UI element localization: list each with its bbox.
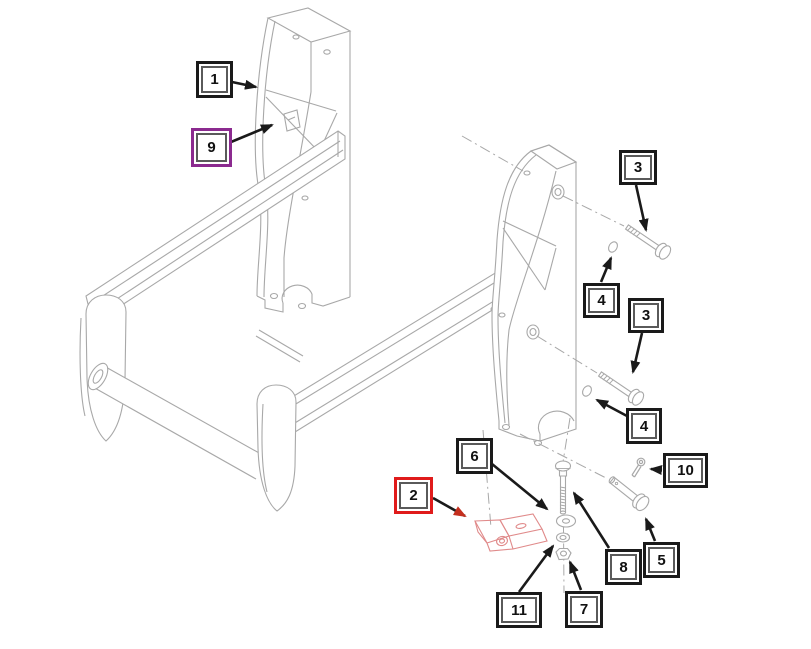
clevis-pin-5-drawing — [608, 476, 650, 512]
leader-arrow-3-upper — [634, 184, 649, 232]
diagonal-brace-drawing — [255, 329, 304, 363]
leader-arrow-1 — [231, 79, 258, 90]
callout-8: 8 — [605, 549, 642, 585]
nut-7-drawing — [555, 547, 572, 561]
callout-10-number: 10 — [668, 458, 703, 483]
leader-arrow-2 — [432, 496, 467, 518]
leader-arrow-4-lower — [595, 398, 628, 418]
callout-8-number: 8 — [610, 554, 637, 580]
callout-4-lower: 4 — [626, 408, 662, 444]
bolt-3-upper-drawing — [624, 224, 672, 260]
leader-arrow-3-lower — [630, 332, 644, 374]
bolt-3-lower-drawing — [597, 371, 645, 406]
decal-part-9 — [283, 109, 301, 132]
flat-washer-6-drawing — [555, 514, 577, 528]
callout-6: 6 — [456, 438, 493, 474]
callout-7: 7 — [565, 591, 603, 628]
right-bracket-drawing — [491, 144, 578, 447]
callout-1-number: 1 — [201, 66, 228, 93]
callout-11: 11 — [496, 592, 542, 628]
callout-9-number: 9 — [196, 133, 227, 162]
washer-4-upper-drawing — [608, 241, 618, 253]
leader-arrow-7 — [568, 560, 583, 591]
callout-10: 10 — [663, 453, 708, 488]
leader-arrow-5 — [644, 517, 657, 542]
callout-11-number: 11 — [501, 597, 537, 623]
callout-4-upper-number: 4 — [588, 288, 615, 313]
callout-4-upper: 4 — [583, 283, 620, 318]
callout-9: 9 — [191, 128, 232, 167]
leader-arrow-9 — [230, 123, 274, 144]
callout-2-number: 2 — [399, 482, 428, 509]
callout-1: 1 — [196, 61, 233, 98]
leader-arrow-10 — [649, 465, 663, 475]
right-foot-drawing — [256, 384, 297, 512]
leader-arrow-8 — [572, 491, 611, 549]
callout-3-lower-number: 3 — [633, 303, 659, 328]
callout-3-upper: 3 — [619, 150, 657, 185]
callout-4-lower-number: 4 — [631, 413, 657, 439]
leader-arrow-11 — [517, 544, 555, 593]
washer-4-lower-drawing — [582, 385, 592, 397]
leader-arrow-4-upper — [599, 256, 613, 283]
callout-3-upper-number: 3 — [624, 155, 652, 180]
cotter-pin-10-drawing — [631, 457, 646, 478]
callout-5: 5 — [643, 542, 680, 578]
highlighted-part-2-drawing — [474, 513, 548, 552]
callout-2: 2 — [394, 477, 433, 514]
upper-rail-drawing — [85, 130, 346, 325]
callout-3-lower: 3 — [628, 298, 664, 333]
callout-7-number: 7 — [570, 596, 598, 623]
leader-arrow-6 — [491, 462, 549, 511]
leader-arrows — [230, 79, 663, 593]
carriage-bolt-8-drawing — [554, 460, 572, 515]
callout-6-number: 6 — [461, 443, 488, 469]
cross-tube-drawing — [87, 362, 269, 480]
lock-washer-11-drawing — [555, 532, 571, 543]
callout-5-number: 5 — [648, 547, 675, 573]
